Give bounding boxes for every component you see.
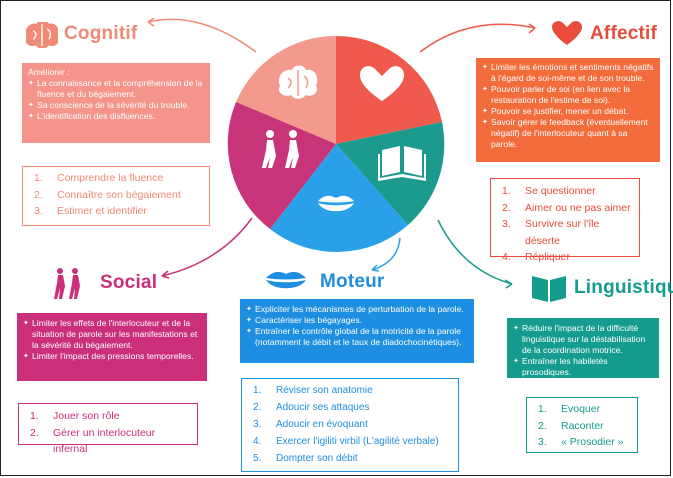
- open-book-icon: [532, 276, 566, 302]
- affectif-activity: Se questionner: [502, 183, 596, 199]
- lips-icon: [318, 195, 354, 212]
- affectif-objective: Savoir gérer le feedback (éventuellement…: [482, 117, 654, 150]
- cognitif-activity: Comprendre la fluence: [34, 170, 164, 186]
- arrow-to-linguistique: [437, 219, 513, 285]
- linguistique-objective: Entraîner les habiletés prosodiques.: [513, 356, 653, 378]
- heart-icon: [360, 66, 404, 101]
- social-title: Social: [100, 272, 158, 293]
- cognitif-title: Cognitif: [64, 23, 138, 44]
- linguistique-objective: Réduire l'impact de la difficulté lingui…: [513, 323, 653, 356]
- social-objective: Limiter les effets de l'interlocuteur et…: [23, 318, 201, 351]
- moteur-activity: Adoucir en évoquant: [253, 416, 368, 433]
- linguistique-activity: Raconter: [538, 418, 604, 434]
- social-activities-box: Jouer son rôle Gérer un interlocuteur in…: [18, 403, 198, 455]
- moteur-objective: Caractériser les bégayages.: [246, 315, 468, 326]
- affectif-title: Affectif: [590, 23, 658, 44]
- arrow-to-moteur: [371, 237, 401, 271]
- cognitif-objectives-box: Améliorer : La connaissance et la compré…: [22, 63, 210, 143]
- affectif-objective: Pouvoir se justifier, mener un débat.: [482, 106, 654, 117]
- cognitif-objective: Sa conscience de la sévérité du trouble.: [28, 100, 204, 111]
- linguistique-title: Linguistique: [574, 277, 673, 298]
- moteur-title: Moteur: [320, 271, 385, 292]
- walking-people-icon: [262, 130, 299, 168]
- moteur-activity: Adoucir ses attaques: [253, 399, 370, 416]
- walking-people-icon: [54, 268, 80, 299]
- affectif-objective: Limiter les émotions et sentiments négat…: [482, 62, 654, 84]
- moteur-activities-box: Réviser son anatomie Adoucir ses attaque…: [241, 378, 459, 472]
- linguistique-activity: « Prosodier »: [538, 434, 624, 450]
- moteur-objectives-box: Expliciter les mécanismes de perturbatio…: [240, 299, 474, 363]
- cognitif-activities-box: Comprendre la fluence Connaître son béga…: [22, 166, 210, 226]
- affectif-objective: Pouvoir parler de soi (en lien avec la r…: [482, 84, 654, 106]
- linguistique-activities-box: Evoquer Raconter « Prosodier »: [526, 397, 638, 453]
- cognitif-intro: Améliorer :: [28, 67, 70, 77]
- moteur-objective: Entraîner le contrôle global de la motri…: [246, 326, 468, 348]
- moteur-activity: Réviser son anatomie: [253, 382, 373, 399]
- cognitif-activity: Connaître son bégaiement: [34, 187, 181, 203]
- affectif-activity: Survivre sur l'île déserte: [502, 216, 600, 247]
- social-activity: Jouer son rôle: [30, 408, 120, 424]
- social-activity: Gérer un interlocuteur infernal: [30, 425, 156, 456]
- open-book-icon: [378, 146, 426, 181]
- moteur-activity: Exercer l'igiliti virbil (L'agilité verb…: [253, 433, 439, 450]
- brain-icon: [278, 65, 318, 99]
- social-objectives-box: Limiter les effets de l'interlocuteur et…: [17, 313, 207, 381]
- linguistique-activity: Evoquer: [538, 401, 601, 417]
- arrow-to-social: [161, 217, 253, 277]
- cognitif-activity: Estimer et identifier: [34, 203, 147, 219]
- linguistique-objectives-box: Réduire l'impact de la difficulté lingui…: [507, 318, 659, 378]
- moteur-objective: Expliciter les mécanismes de perturbatio…: [246, 304, 468, 315]
- affectif-objectives-box: Limiter les émotions et sentiments négat…: [476, 58, 660, 162]
- affectif-activity: Aimer ou ne pas aimer: [502, 200, 631, 216]
- arrow-to-affectif: [419, 23, 536, 53]
- arrow-to-cognitif: [147, 18, 257, 53]
- heart-icon: [552, 21, 582, 45]
- brain-icon: [26, 22, 58, 48]
- social-objective: Limiter l'impact des pressions temporell…: [23, 351, 201, 362]
- moteur-activity: Dompter son débit: [253, 450, 358, 467]
- affectif-activity: Répliquer: [502, 249, 570, 265]
- affectif-activities-box: Se questionner Aimer ou ne pas aimer Sur…: [490, 178, 640, 266]
- pie-slice-social: [227, 102, 336, 229]
- cognitif-objective: La connaissance et la compréhension de l…: [28, 78, 204, 100]
- lips-icon: [266, 271, 306, 289]
- cognitif-objective: L'identification des disfluences.: [28, 111, 204, 122]
